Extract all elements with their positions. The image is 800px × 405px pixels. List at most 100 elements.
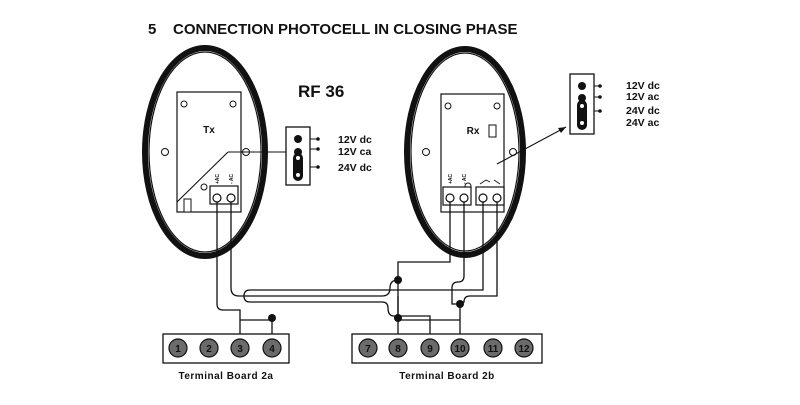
terminal-board-2b: 7 8 9 10 11 12 Terminal Board 2b (351, 333, 543, 382)
junction-dot (394, 276, 402, 284)
wire-tx-plus (216, 202, 241, 334)
rx-label: Rx (467, 126, 480, 137)
terminal-12: 12 (514, 338, 534, 358)
tx-jumper-lead-dot (316, 137, 320, 141)
terminal-number: 8 (395, 344, 401, 355)
wire-rx-nc1 (243, 202, 484, 334)
tx-jumper-pin (294, 135, 302, 143)
terminal-board-2b-label: Terminal Board 2b (399, 371, 495, 382)
rx-pointer-line (496, 126, 567, 165)
tx-device: Tx +AC - AC (142, 45, 294, 259)
terminal-number: 10 (454, 344, 466, 355)
terminal-number: 2 (206, 344, 212, 355)
terminal-10: 10 (450, 338, 470, 358)
tx-pointer-line (176, 151, 229, 203)
tx-jumper-pin (296, 173, 300, 177)
tx-jumper-lead-dot (316, 165, 320, 169)
terminal-9: 9 (420, 338, 440, 358)
rx-jumper-pin (580, 104, 584, 108)
terminal-screw (358, 338, 378, 358)
terminal-number: 7 (365, 344, 371, 355)
wire-rx-minus (451, 202, 465, 334)
terminal-number: 1 (175, 344, 181, 355)
rx-device: Rx +AC - AC (404, 46, 567, 258)
junction-dot (268, 314, 276, 322)
terminal-1: 1 (168, 338, 188, 358)
tx-jumper-label-12vca: 12V ca (338, 146, 371, 158)
terminal-screw (420, 338, 440, 358)
rx-terminal-screw (492, 193, 502, 203)
tx-jumper-lead-dot (316, 147, 320, 151)
terminal-screw (514, 338, 534, 358)
tx-terminal-label-plus: +AC (215, 173, 221, 184)
rx-terminal-label-plus: +AC (448, 173, 454, 184)
rx-jumper-lead-dot (598, 109, 602, 113)
rx-screw-hole (493, 102, 501, 110)
terminal-board-2b-frame (351, 333, 543, 364)
terminal-4: 4 (262, 338, 282, 358)
terminal-board-2a-label: Terminal Board 2a (178, 371, 273, 382)
rx-jumper-lead-dot (598, 95, 602, 99)
rx-jumper-pin (578, 94, 586, 102)
rx-jumper-pin (580, 121, 584, 125)
terminal-screw (168, 338, 188, 358)
wire-tx-minus (230, 202, 399, 334)
rx-contact-symbol (479, 179, 491, 185)
tx-jumper-selector: 12V dc 12V ca 24V dc (285, 126, 372, 186)
tx-terminal-screw (226, 193, 236, 203)
wiring (216, 202, 498, 334)
terminal-number: 9 (427, 344, 433, 355)
terminal-screw (199, 338, 219, 358)
terminal-number: 4 (269, 344, 275, 355)
wire-rx-nc2 (460, 202, 498, 303)
rx-jumper-label-12vdc: 12V dc (626, 80, 660, 92)
tx-jumper-label-24vdc: 24V dc (338, 162, 372, 174)
rx-component (488, 124, 497, 138)
tx-screw-hole (180, 100, 188, 108)
terminal-number: 3 (237, 344, 243, 355)
rx-terminal-screw (445, 193, 455, 203)
model-label: RF 36 (298, 82, 344, 101)
tx-terminal-screw (212, 193, 222, 203)
rx-contact-symbol (493, 179, 501, 185)
diagram-title: 5 CONNECTION PHOTOCELL IN CLOSING PHASE (148, 21, 518, 38)
terminal-screw (388, 338, 408, 358)
terminal-11: 11 (483, 338, 503, 358)
rx-jumper-label-24vdc: 24V dc (626, 105, 660, 117)
rx-jumper-bridge (577, 100, 587, 130)
tx-mount-hole (161, 148, 169, 156)
rx-terminal-screw (459, 193, 469, 203)
rx-outer-housing (404, 46, 526, 258)
terminal-screw (483, 338, 503, 358)
tx-jumper-label-12vdc: 12V dc (338, 134, 372, 146)
rx-terminal-screw (478, 193, 488, 203)
tx-label: Tx (203, 125, 215, 136)
tx-jumper-bridge (293, 153, 303, 181)
tx-screw-hole (200, 183, 208, 191)
rx-screw-hole (444, 102, 452, 110)
terminal-7: 7 (358, 338, 378, 358)
wire-rx-plus (397, 202, 451, 280)
rx-terminal-label-minus: - AC (462, 174, 468, 184)
rx-jumper-pin (578, 82, 586, 90)
rx-pointer-arrow (558, 127, 566, 133)
terminal-screw (262, 338, 282, 358)
rx-jumper-lead-dot (598, 84, 602, 88)
terminal-8: 8 (388, 338, 408, 358)
terminal-3: 3 (230, 338, 250, 358)
rx-mount-hole (422, 148, 430, 156)
tx-component (183, 198, 192, 213)
junction-dot (394, 314, 402, 322)
terminal-2: 2 (199, 338, 219, 358)
terminal-board-2a: 1 2 3 4 Terminal Board 2a (162, 333, 290, 382)
rx-jumper-selector: 12V dc 12V ac 24V dc 24V ac (569, 73, 660, 135)
junction-dot (456, 300, 464, 308)
tx-screw-hole (229, 100, 237, 108)
terminal-number: 11 (488, 344, 499, 355)
tx-terminal-label-minus: - AC (229, 174, 235, 184)
terminal-number: 12 (518, 344, 530, 355)
wire-board-a-bridge (240, 319, 273, 334)
rx-jumper-label-12vac: 12V ac (626, 91, 659, 103)
